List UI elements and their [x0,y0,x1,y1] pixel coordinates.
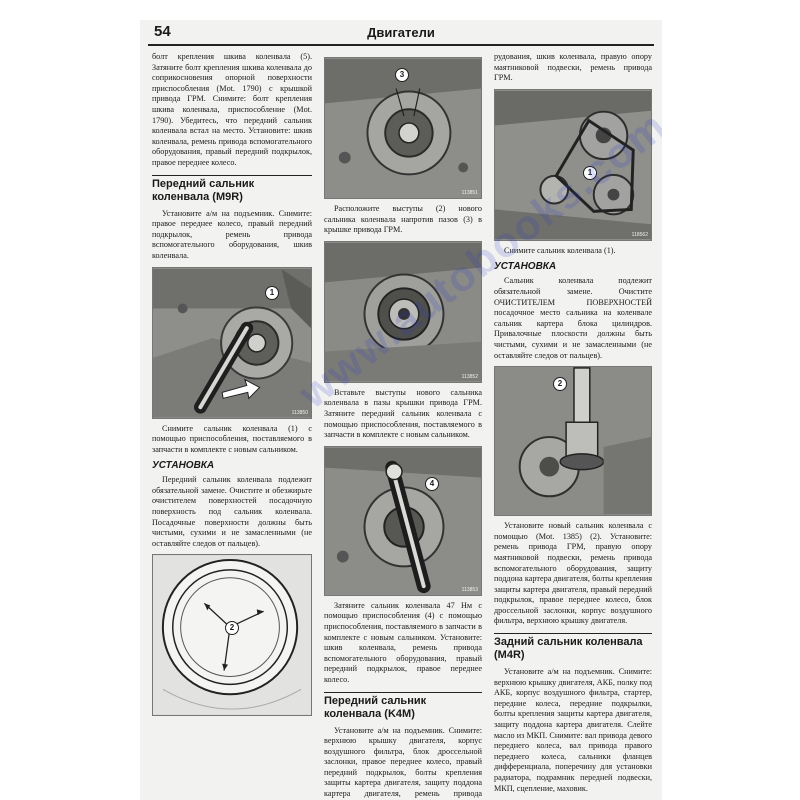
callout-3: 3 [395,68,409,82]
col1-install-text: Передний сальник коленвала подлежит обяз… [152,475,312,548]
seal-ring-drawing [153,556,311,715]
engine-photo-seal-inserted [325,242,481,381]
figure-seal-press-tool: 2 [494,366,652,517]
heading-k4m: Передний сальник коленвала (K4M) [324,691,482,721]
figure-code: 113852 [461,373,478,380]
engine-photo-timing-belt [495,90,651,239]
figure-wrench-seal-removal: 1 113850 [152,266,312,419]
page-header: 54 Двигатели [148,22,654,46]
subheading-install-2: УСТАНОВКА [494,261,557,273]
figure-seal-positioning: 3 113851 [324,57,482,199]
manual-page: 54 Двигатели болт крепления шкива коленв… [140,20,662,800]
col2-fig3-caption: Затяните сальник коленвала 47 Нм с помощ… [324,600,482,684]
figure-code: 113850 [291,409,308,416]
figure-seal-diagram: 2 [152,554,312,717]
page-number: 54 [154,23,171,40]
col3-fig2-caption: Установите новый сальник коленвала с пом… [494,521,652,626]
figure-code: 118562 [631,231,648,238]
figure-seal-tightening: 4 113853 [324,445,482,596]
figure-timing-cover-seal: 1 118562 [494,88,652,241]
col1-fig1-caption: Снимите сальник коленвала (1) с помощью … [152,423,312,454]
callout-2: 2 [225,621,239,636]
engine-photo-wrench [153,268,311,417]
col2-fig2-caption: Вставьте выступы нового сальника коленва… [324,387,482,440]
callout-2: 2 [553,377,567,392]
col3-fig1-caption: Снимите сальник коленвала (1). [504,245,616,255]
heading-m4r: Задний сальник коленвала (M4R) [494,633,652,662]
col1-removal-text: Установите а/м на подъемник. Снимите: пр… [152,208,312,260]
column-2: 3 113851 Расположите выступы (2) нового … [324,52,482,800]
engine-photo-press-tool [495,367,651,515]
figure-code: 113853 [461,586,478,593]
column-3: рудования, шкив коленвала, правую опору … [494,52,652,800]
col1-intro-text: болт крепления шкива коленвала (5). Затя… [152,52,312,167]
col3-install-text: Сальник коленвала подлежит обязательной … [494,276,652,360]
engine-photo-torque-tool [325,447,481,594]
col3-removal-text: Установите а/м на подъемник. Снимите: ве… [494,667,652,793]
section-title: Двигатели [367,25,435,40]
column-1: болт крепления шкива коленвала (5). Затя… [152,52,312,800]
callout-1: 1 [265,285,279,300]
callout-1: 1 [583,165,597,180]
col2-fig1-caption: Расположите выступы (2) нового сальника … [324,204,482,235]
col2-removal-text: Установите а/м на подъемник. Снимите: ве… [324,725,482,800]
callout-4: 4 [425,476,439,491]
subheading-install-1: УСТАНОВКА [152,460,215,472]
col3-intro-text: рудования, шкив коленвала, правую опору … [494,52,652,83]
figure-code: 113851 [461,190,478,196]
figure-seal-inserted: 113852 [324,240,482,383]
heading-m9r: Передний сальник коленвала (M9R) [152,174,312,204]
